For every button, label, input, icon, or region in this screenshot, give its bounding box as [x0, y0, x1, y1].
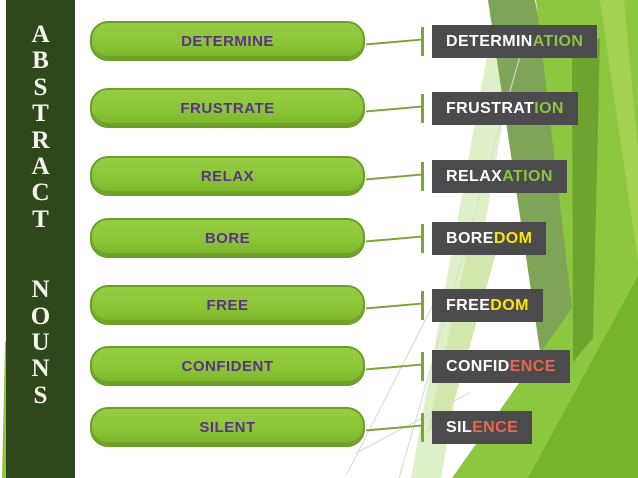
connector-line — [366, 235, 422, 243]
base-word-label: BORE — [204, 229, 251, 247]
noun-prefix: BORE — [446, 229, 494, 247]
noun-suffix: ATION — [502, 167, 553, 185]
title-sidebar: ABSTRACT NOUNS — [6, 0, 75, 478]
noun-prefix: CONFID — [446, 357, 510, 375]
connector-line — [366, 363, 422, 371]
connector-line — [366, 105, 422, 113]
base-word-label: SILENT — [199, 418, 256, 436]
noun-prefix: DETERMIN — [446, 32, 533, 50]
noun-prefix: FREE — [446, 296, 491, 314]
title-word-nouns: NOUNS — [30, 276, 51, 409]
noun-suffix: ION — [534, 99, 564, 117]
base-word-label: FRUSTRATE — [180, 99, 275, 117]
noun-prefix: RELAX — [446, 167, 503, 185]
base-word-shape: RELAX — [90, 156, 365, 196]
base-word-label: FREE — [206, 296, 249, 314]
base-word-label: CONFIDENT — [181, 357, 274, 375]
noun-prefix: FRUSTRAT — [446, 99, 535, 117]
connector-tick — [421, 413, 424, 442]
noun-suffix: DOM — [493, 229, 533, 247]
base-word-shape: DETERMINE — [90, 21, 365, 61]
noun-suffix: ATION — [532, 32, 584, 50]
connector-tick — [421, 94, 424, 123]
base-word-shape: CONFIDENT — [90, 346, 365, 386]
base-word-shape: SILENT — [90, 407, 365, 447]
noun-prefix: SIL — [446, 418, 473, 436]
connector-line — [366, 173, 422, 181]
connector-tick — [421, 352, 424, 381]
base-word-label: RELAX — [200, 167, 255, 185]
noun-suffix: ENCE — [472, 418, 519, 436]
connector-line — [366, 302, 422, 310]
base-word-shape: FRUSTRATE — [90, 88, 365, 128]
noun-suffix: DOM — [490, 296, 529, 314]
title-word-abstract: ABSTRACT — [31, 21, 50, 233]
connector-tick — [421, 27, 424, 56]
base-word-label: DETERMINE — [181, 32, 274, 50]
connector-line — [366, 38, 422, 46]
connector-tick — [421, 224, 424, 253]
base-word-shape: BORE — [90, 218, 365, 258]
noun-suffix: ENCE — [509, 357, 556, 375]
connector-line — [366, 424, 422, 432]
connector-tick — [421, 291, 424, 320]
connector-tick — [421, 162, 424, 191]
base-word-shape: FREE — [90, 285, 365, 325]
